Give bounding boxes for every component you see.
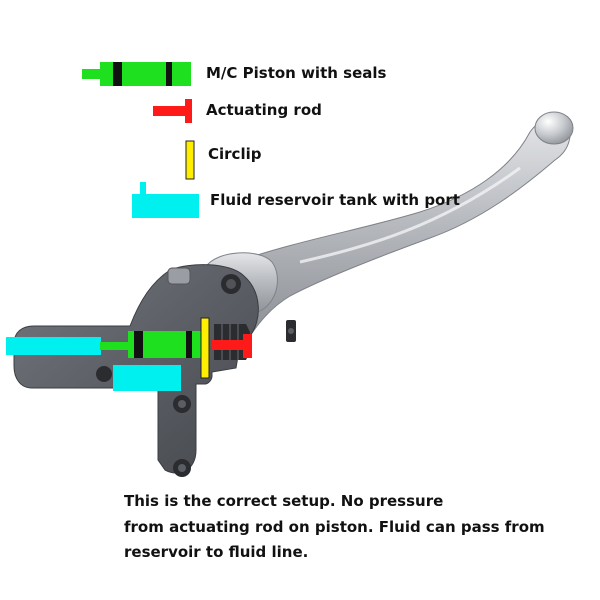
piston-overlay bbox=[100, 331, 205, 358]
actuating-rod-overlay bbox=[212, 334, 252, 358]
circlip-overlay bbox=[200, 317, 210, 379]
caption-line-2: from actuating rod on piston. Fluid can … bbox=[124, 517, 545, 536]
legend-rod-swatch bbox=[153, 99, 192, 123]
legend-rod-label: Actuating rod bbox=[206, 101, 322, 119]
legend-circlip-label: Circlip bbox=[208, 145, 262, 163]
legend-reservoir-label: Fluid reservoir tank with port bbox=[210, 191, 460, 209]
explanation-caption: This is the correct setup. No pressure f… bbox=[124, 489, 584, 566]
caption-line-1: This is the correct setup. No pressure bbox=[124, 492, 444, 510]
caption-line-3: reservoir to fluid line. bbox=[124, 543, 309, 561]
reservoir-overlay bbox=[6, 337, 181, 391]
legend-piston-label: M/C Piston with seals bbox=[206, 64, 387, 82]
legend-reservoir-swatch bbox=[132, 182, 199, 218]
legend-circlip-swatch bbox=[185, 140, 195, 180]
legend-piston-swatch bbox=[82, 62, 191, 86]
